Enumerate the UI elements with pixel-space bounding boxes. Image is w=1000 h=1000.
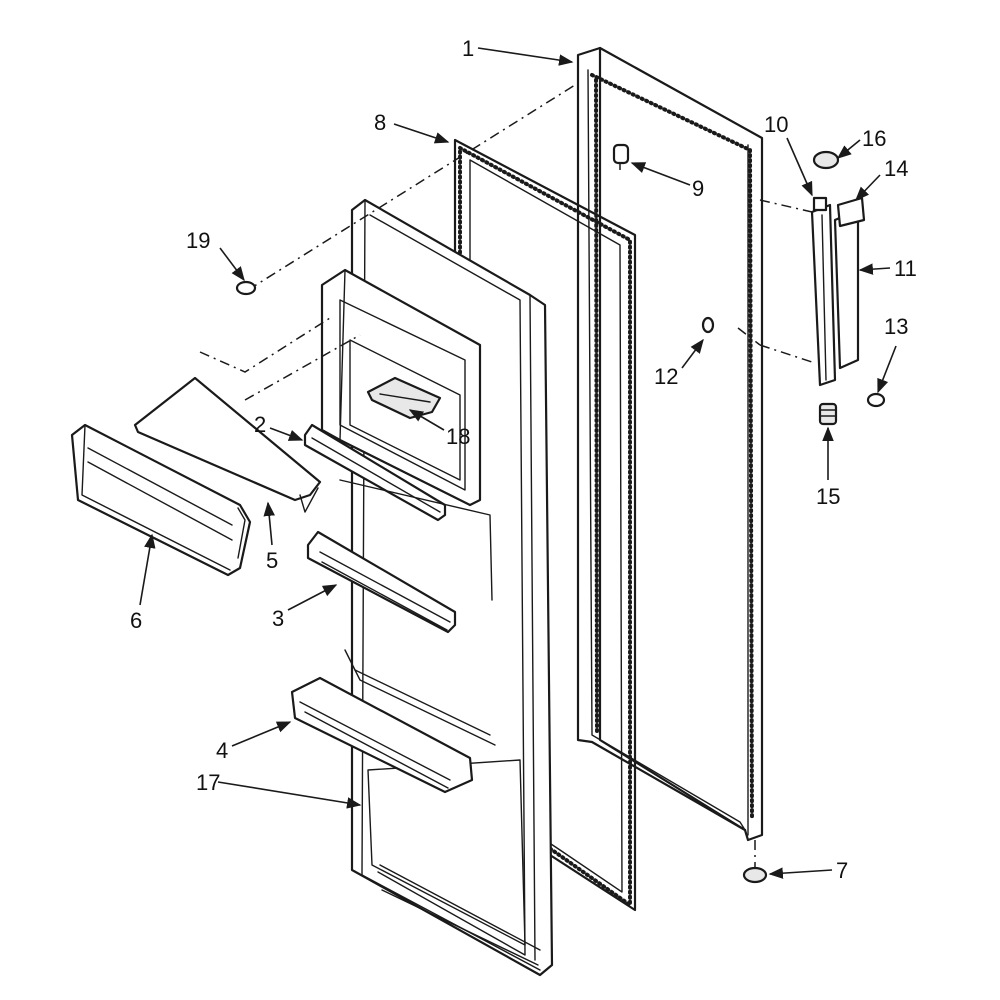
callout-11: 11 (894, 256, 917, 281)
door-stop-7 (742, 866, 768, 884)
callout-9: 9 (692, 176, 704, 201)
dispenser-front-panel (70, 423, 252, 577)
callout-labels: 1 2 3 4 5 6 7 8 9 10 11 12 13 14 15 16 1… (130, 36, 917, 883)
outer-door-panel (576, 46, 764, 842)
callout-5: 5 (266, 548, 278, 573)
callout-15: 15 (816, 484, 840, 509)
door-shelf-3 (306, 479, 493, 634)
hinge-bracket (810, 203, 837, 387)
plug-19 (235, 280, 257, 296)
screw-12 (701, 316, 715, 334)
callout-10: 10 (764, 112, 788, 137)
screw-13 (866, 392, 886, 408)
dispenser-flap (133, 376, 322, 513)
plug-9 (612, 143, 630, 165)
callout-1: 1 (462, 36, 474, 61)
dispenser-paddle (366, 376, 442, 420)
callout-7: 7 (836, 858, 848, 883)
dispenser-housing (320, 268, 482, 507)
hinge-plate-14 (836, 196, 866, 228)
callout-17: 17 (196, 770, 220, 795)
callout-4: 4 (216, 738, 228, 763)
callout-6: 6 (130, 608, 142, 633)
callout-13: 13 (884, 314, 908, 339)
callout-19: 19 (186, 228, 210, 253)
callout-2: 2 (254, 412, 266, 437)
callout-8: 8 (374, 110, 386, 135)
hinge-pin-15 (818, 402, 838, 426)
callout-12: 12 (654, 364, 678, 389)
hinge-pin-cap-16 (812, 150, 840, 170)
callout-14: 14 (884, 156, 908, 181)
assembly-centerlines (199, 84, 813, 868)
door-shelf-inner (344, 649, 496, 746)
callout-3: 3 (272, 606, 284, 631)
callout-16: 16 (862, 126, 886, 151)
hinge-cover-11 (833, 208, 860, 370)
callout-18: 18 (446, 424, 470, 449)
door-bin-4 (290, 676, 474, 794)
bushing-10 (812, 196, 828, 212)
leader-lines (139, 47, 897, 879)
